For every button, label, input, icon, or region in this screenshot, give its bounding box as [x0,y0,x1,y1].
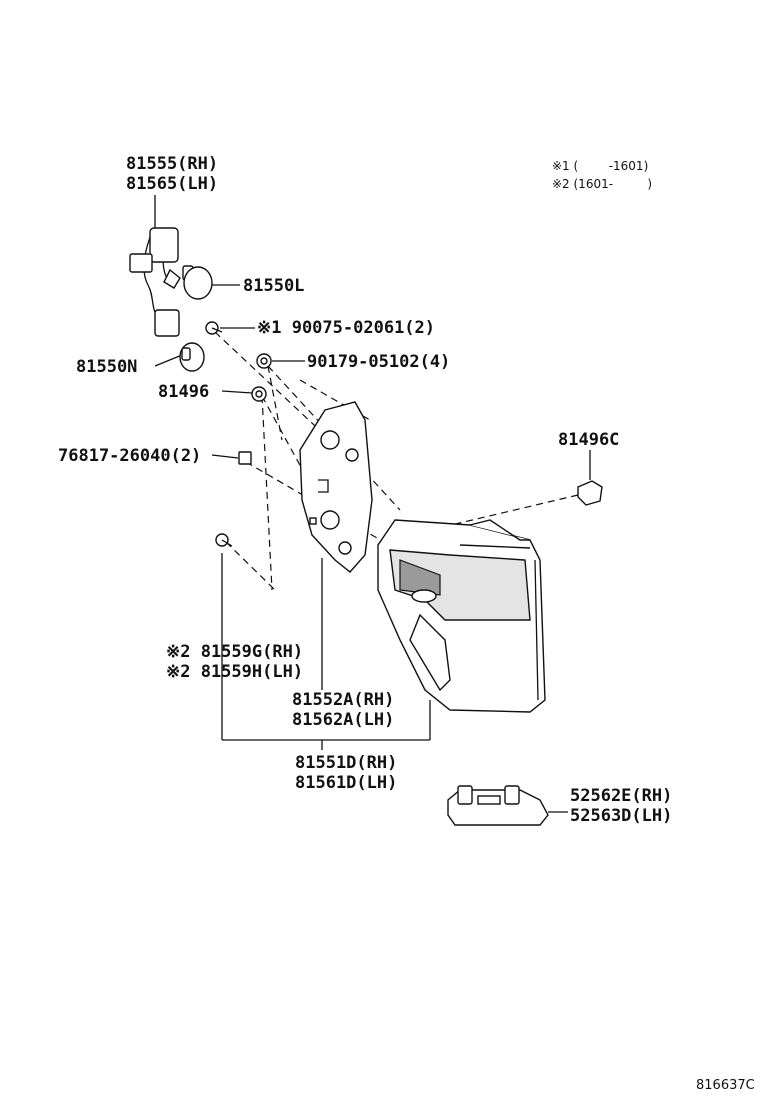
label-gasket-rh: ※2 81559G(RH) [166,642,304,662]
label-lamp-rh: 81551D(RH) [295,753,398,773]
label-socket-lh: 81565(LH) [126,174,219,194]
label-housing-rh: 81552A(RH) [292,690,395,710]
bracket-52562e [447,785,568,826]
label-bulb-n: 81550N [76,357,138,377]
label-housing-lh: 81562A(LH) [292,710,395,730]
note-2: ※2 (1601- ) [552,177,653,191]
label-gasket-lh: ※2 81559H(LH) [166,662,304,682]
screw-81559 [215,533,233,547]
pad-81496c [577,480,603,506]
label-lamp-lh: 81561D(LH) [295,773,398,793]
note-1: ※1 ( -1601) [552,159,649,173]
label-pad: 81496 [158,382,210,402]
diagram-id: 816637C [696,1078,755,1093]
label-pad-c: 81496C [558,430,620,450]
pad-81496 [251,386,267,402]
clip-76817 [238,451,252,465]
socket-wire-harness [129,227,181,337]
label-socket-rh: 81555(RH) [126,154,219,174]
label-bulb-l: 81550L [243,276,305,296]
bulb-81550l [182,265,213,300]
label-nut: 90179-05102(4) [307,352,451,372]
label-screw: ※1 90075-02061(2) [257,318,436,338]
screw-90075 [205,321,223,335]
label-bracket-lh: 52563D(LH) [570,806,673,826]
bulb-81550n [179,342,205,372]
label-clip-76817: 76817-26040(2) [58,446,202,466]
gasket-plate [299,401,373,573]
nut-90179 [256,353,272,369]
leader-lines [154,195,591,750]
tail-lamp-assembly [377,519,546,713]
label-bracket-rh: 52562E(RH) [570,786,673,806]
